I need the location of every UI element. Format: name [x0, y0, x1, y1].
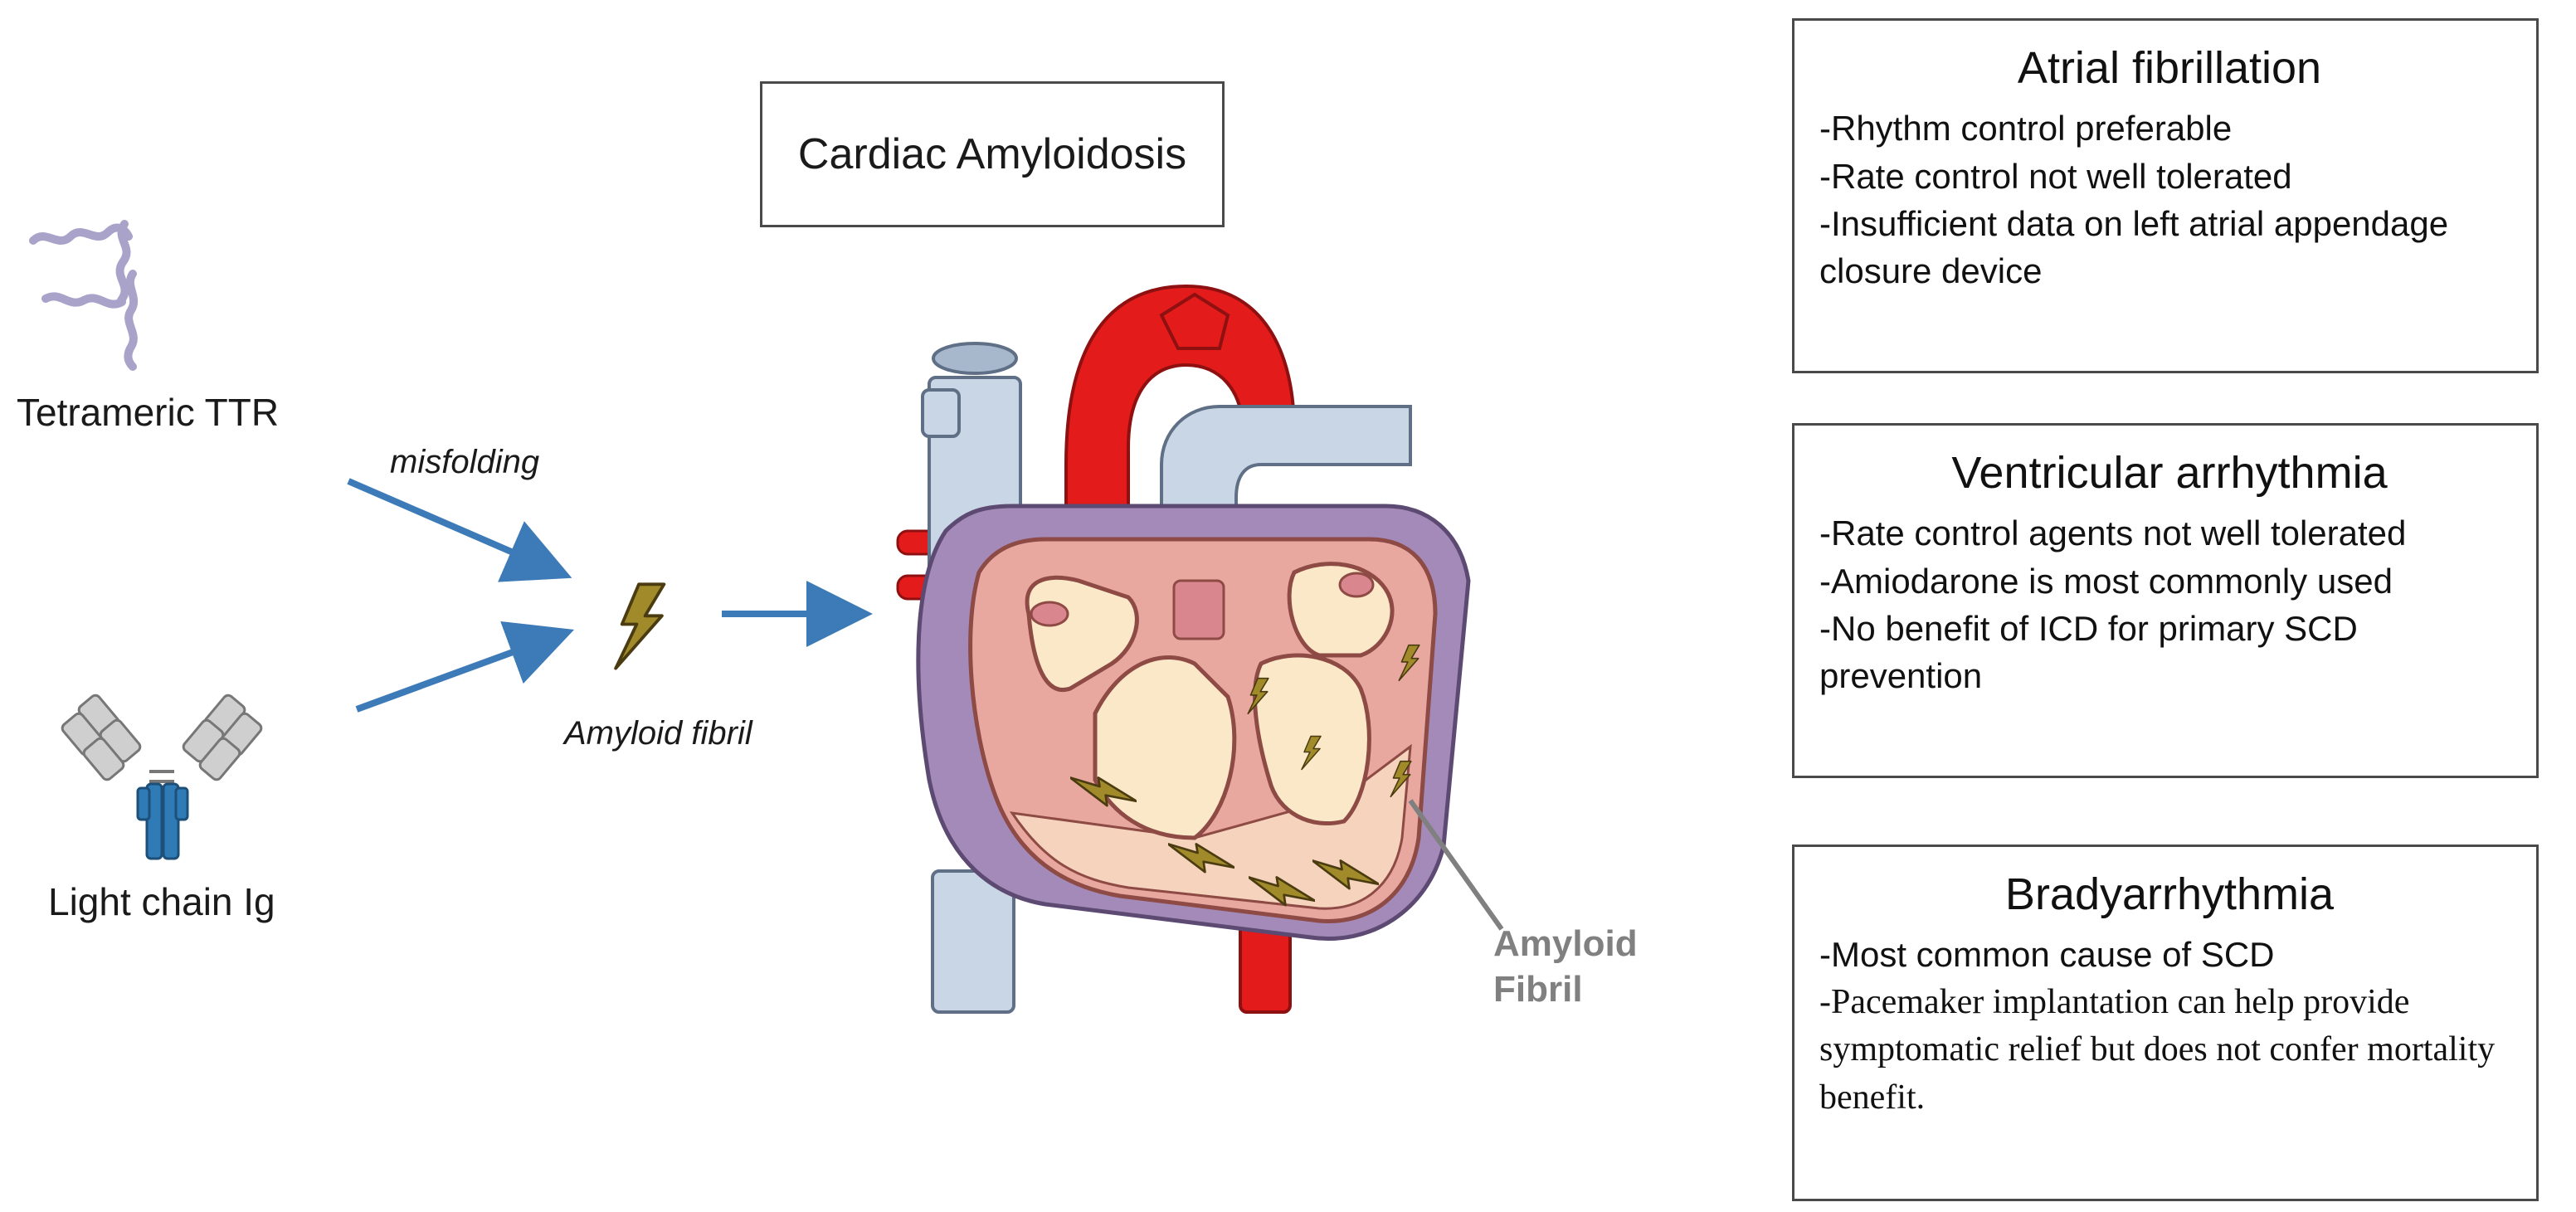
- pathway-arrows: [347, 478, 873, 713]
- misfolding-label: misfolding: [390, 444, 540, 480]
- antibody-icon: [61, 694, 263, 860]
- heart-illustration: [896, 284, 1504, 1014]
- misfolding-arrow: [347, 478, 572, 582]
- va-item: -Amiodarone is most commonly used: [1819, 561, 2393, 601]
- amyloid-bolt-icon: [616, 584, 664, 668]
- light-chain-label: Light chain Ig: [48, 880, 275, 923]
- callout-line-1: Amyloid: [1493, 923, 1638, 964]
- atrial-fibrillation-box: Atrial fibrillation -Rhythm control pref…: [1792, 18, 2539, 373]
- af-item: -Insufficient data on left atrial append…: [1819, 203, 2449, 290]
- va-item: -No benefit of ICD for primary SCD preve…: [1819, 608, 2358, 695]
- amyloid-callout-label: Amyloid Fibril: [1493, 921, 1638, 1012]
- af-item: -Rate control not well tolerated: [1819, 156, 2292, 196]
- bradyarrhythmia-box: Bradyarrhythmia -Most common cause of SC…: [1792, 845, 2539, 1201]
- light-chain-arrow: [355, 621, 575, 713]
- title-box: Cardiac Amyloidosis: [760, 81, 1225, 227]
- ttr-label: Tetrameric TTR: [17, 391, 280, 434]
- diagram-title: Cardiac Amyloidosis: [797, 130, 1187, 178]
- br-item: -Most common cause of SCD: [1819, 935, 2275, 975]
- af-title: Atrial fibrillation: [2017, 43, 2322, 93]
- va-item: -Rate control agents not well tolerated: [1819, 514, 2407, 553]
- br-item: -Pacemaker implantation can help provide…: [1819, 982, 2496, 1117]
- ttr-strand-icon: [29, 220, 139, 371]
- br-title: Bradyarrhythmia: [2004, 869, 2335, 919]
- ventricular-arrhythmia-box: Ventricular arrhythmia -Rate control age…: [1792, 423, 2539, 778]
- va-title: Ventricular arrhythmia: [1951, 448, 2388, 498]
- callout-line-2: Fibril: [1493, 969, 1583, 1010]
- af-item: -Rhythm control preferable: [1819, 109, 2233, 148]
- amyloid-callout-line: [1408, 799, 1504, 931]
- fibril-label: Amyloid fibril: [564, 715, 752, 752]
